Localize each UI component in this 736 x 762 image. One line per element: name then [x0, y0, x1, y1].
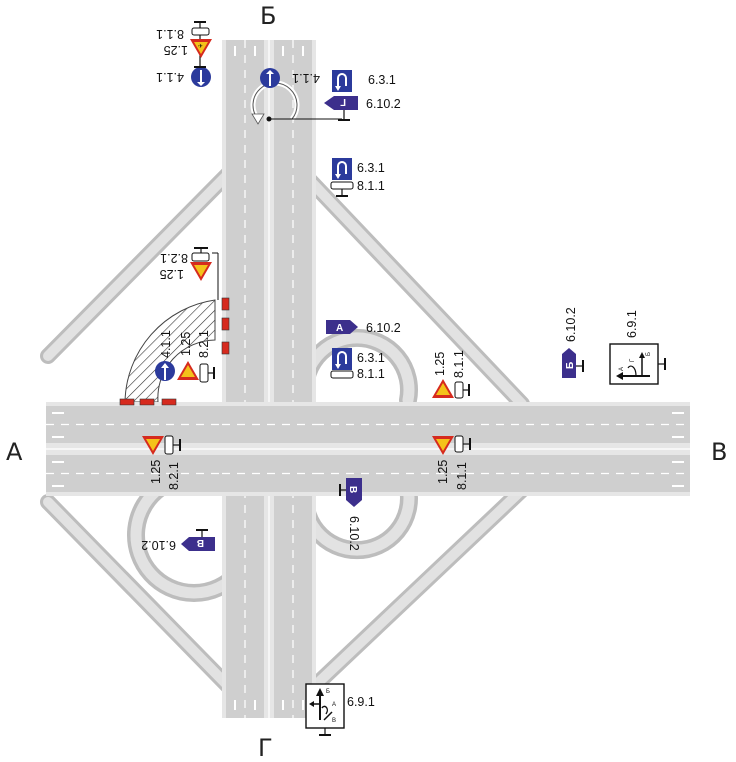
sign-6-10-2-plate-b-east [562, 348, 576, 378]
sign-6-10-2-plate-a [326, 320, 358, 334]
sign-6-10-2-plate-v [346, 478, 362, 507]
label-6-10-2-sw: 6.10.2 [141, 538, 176, 552]
sign-group-uturn-mid: 6.3.1 8.1.1 [330, 158, 385, 197]
label-6-3-1-top: 6.3.1 [368, 73, 396, 87]
barriers [119, 297, 230, 406]
sign-group-east-board: А Г Б 6.9.1 [609, 310, 666, 385]
label-6-10-2-south: 6.10.2 [347, 516, 361, 551]
label-1-25-east-upper: 1.25 [433, 352, 447, 376]
label-8-1-1-inverted: 8.1.1 [156, 27, 184, 41]
label-6-10-2-east: 6.10.2 [564, 307, 578, 342]
label-1-25-loop: 1.25 [179, 332, 193, 356]
sign-group-east-lower: 1.25 8.1.1 [432, 435, 471, 490]
label-8-2-1-inverted: 8.2.1 [160, 251, 188, 265]
sign-6-9-1-east-icon [609, 343, 659, 385]
plate-b-east-text: Б [565, 362, 576, 369]
label-1-25-inverted: 1.25 [164, 43, 188, 57]
label-8-1-1-east-lower: 8.1.1 [455, 462, 469, 490]
label-8-2-1-west: 8.2.1 [167, 462, 181, 490]
svg-text:В: В [332, 718, 336, 724]
label-8-1-1-mid: 8.1.1 [357, 179, 385, 193]
label-8-1-1-ne: 8.1.1 [357, 367, 385, 381]
direction-west: А [6, 438, 23, 466]
direction-south: Г [258, 734, 273, 762]
sign-group-north-inverted: ✈ 8.1.1 1.25 4.1.1 [156, 21, 212, 87]
sign-group-north-right: 6.3.1 Г 6.10.2 [324, 70, 401, 121]
label-4-1-1-road: 4.1.1 [292, 71, 320, 85]
plate-a-text: А [336, 323, 343, 334]
svg-text:Б: Б [646, 352, 652, 356]
label-8-1-1-east-upper: 8.1.1 [452, 350, 466, 378]
sign-group-east-upper: 1.25 8.1.1 [432, 350, 470, 399]
label-4-1-1-loop: 4.1.1 [159, 330, 173, 358]
plate-g-text: Г [340, 96, 346, 107]
sign-group-south-board: Б А В 6.9.1 [305, 683, 375, 736]
label-8-2-1-loop: 8.2.1 [197, 330, 211, 358]
sign-group-west-lower: 1.25 8.2.1 [142, 435, 181, 490]
sign-group-east-plate: Б 6.10.2 [562, 307, 584, 378]
lane-arrows [52, 46, 684, 710]
label-6-3-1-ne: 6.3.1 [357, 351, 385, 365]
sign-group-nw-inverted: 8.2.1 1.25 [160, 247, 219, 300]
sign-6-10-2-plate-g [324, 96, 358, 110]
svg-text:Б: Б [326, 689, 330, 695]
sign-group-south-plate: В 6.10.2 [339, 478, 362, 551]
label-1-25-east-lower: 1.25 [436, 460, 450, 484]
label-6-10-2-top: 6.10.2 [366, 97, 401, 111]
svg-text:А: А [619, 367, 625, 371]
sign-group-sw-plate: В 6.10.2 [141, 529, 215, 552]
direction-north: Б [260, 2, 276, 30]
vertical-road [222, 40, 316, 718]
plate-v-sw-text: В [197, 537, 204, 548]
label-4-1-1-inverted: 4.1.1 [156, 70, 184, 84]
plate-v-text: В [347, 486, 358, 493]
label-6-3-1-mid: 6.3.1 [357, 161, 385, 175]
u-turn-point [266, 116, 272, 122]
horizontal-road [46, 402, 690, 496]
label-6-10-2-ne: 6.10.2 [366, 321, 401, 335]
sign-6-10-2-plate-v-sw [181, 537, 215, 551]
svg-text:✈: ✈ [198, 43, 203, 50]
overpass [222, 402, 316, 496]
sign-group-ne-loop: А 6.10.2 6.3.1 8.1.1 [326, 320, 401, 381]
sign-group-loop-entrance: 4.1.1 1.25 8.2.1 [155, 330, 215, 383]
label-6-9-1-south: 6.9.1 [347, 695, 375, 709]
direction-east: В [711, 438, 727, 466]
svg-text:А: А [332, 702, 336, 708]
label-1-25-nw-inverted: 1.25 [160, 267, 184, 281]
label-1-25-west: 1.25 [149, 460, 163, 484]
svg-text:Г: Г [630, 358, 636, 362]
sign-group-north-road: 4.1.1 [260, 68, 320, 88]
label-6-9-1-east: 6.9.1 [625, 310, 639, 338]
